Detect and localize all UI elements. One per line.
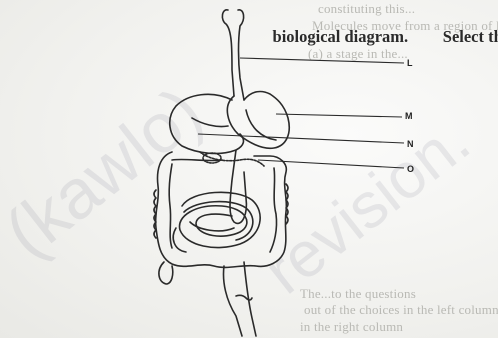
pancreas — [200, 152, 264, 166]
stomach — [227, 92, 289, 149]
label-o: O — [407, 164, 414, 174]
small-intestine — [179, 192, 260, 247]
leader-line-l — [240, 58, 404, 63]
leader-line-o — [258, 160, 404, 168]
label-l: L — [407, 58, 413, 68]
label-n: N — [407, 139, 414, 149]
leader-line-n — [198, 134, 404, 143]
large-intestine — [156, 152, 287, 267]
label-m: M — [405, 111, 413, 121]
oesophagus — [222, 10, 244, 100]
leader-line-m — [276, 114, 402, 117]
